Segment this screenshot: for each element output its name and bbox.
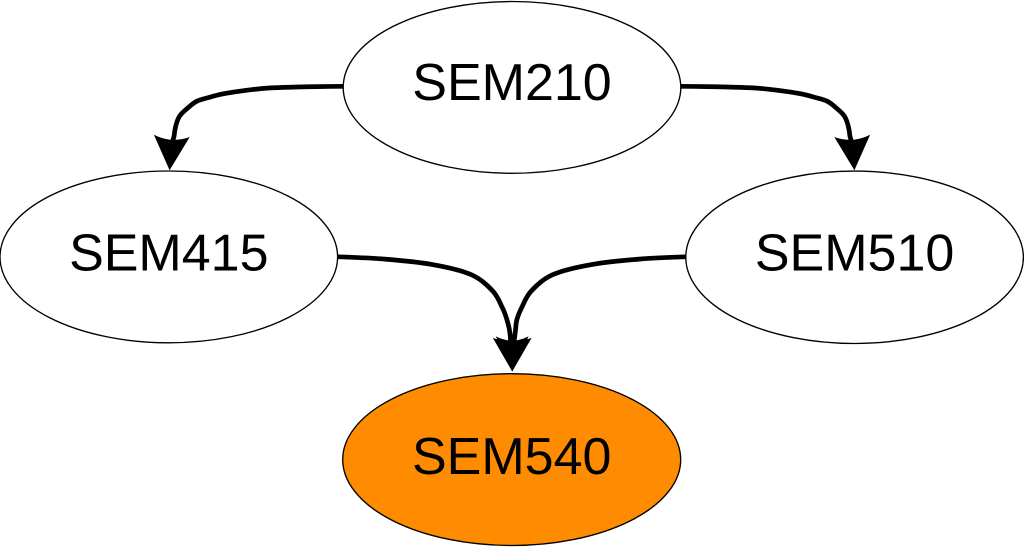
svg-text:SEM415: SEM415 bbox=[69, 225, 268, 283]
svg-text:SEM210: SEM210 bbox=[412, 54, 611, 112]
svg-text:SEM540: SEM540 bbox=[412, 428, 611, 486]
svg-text:SEM510: SEM510 bbox=[755, 225, 954, 283]
